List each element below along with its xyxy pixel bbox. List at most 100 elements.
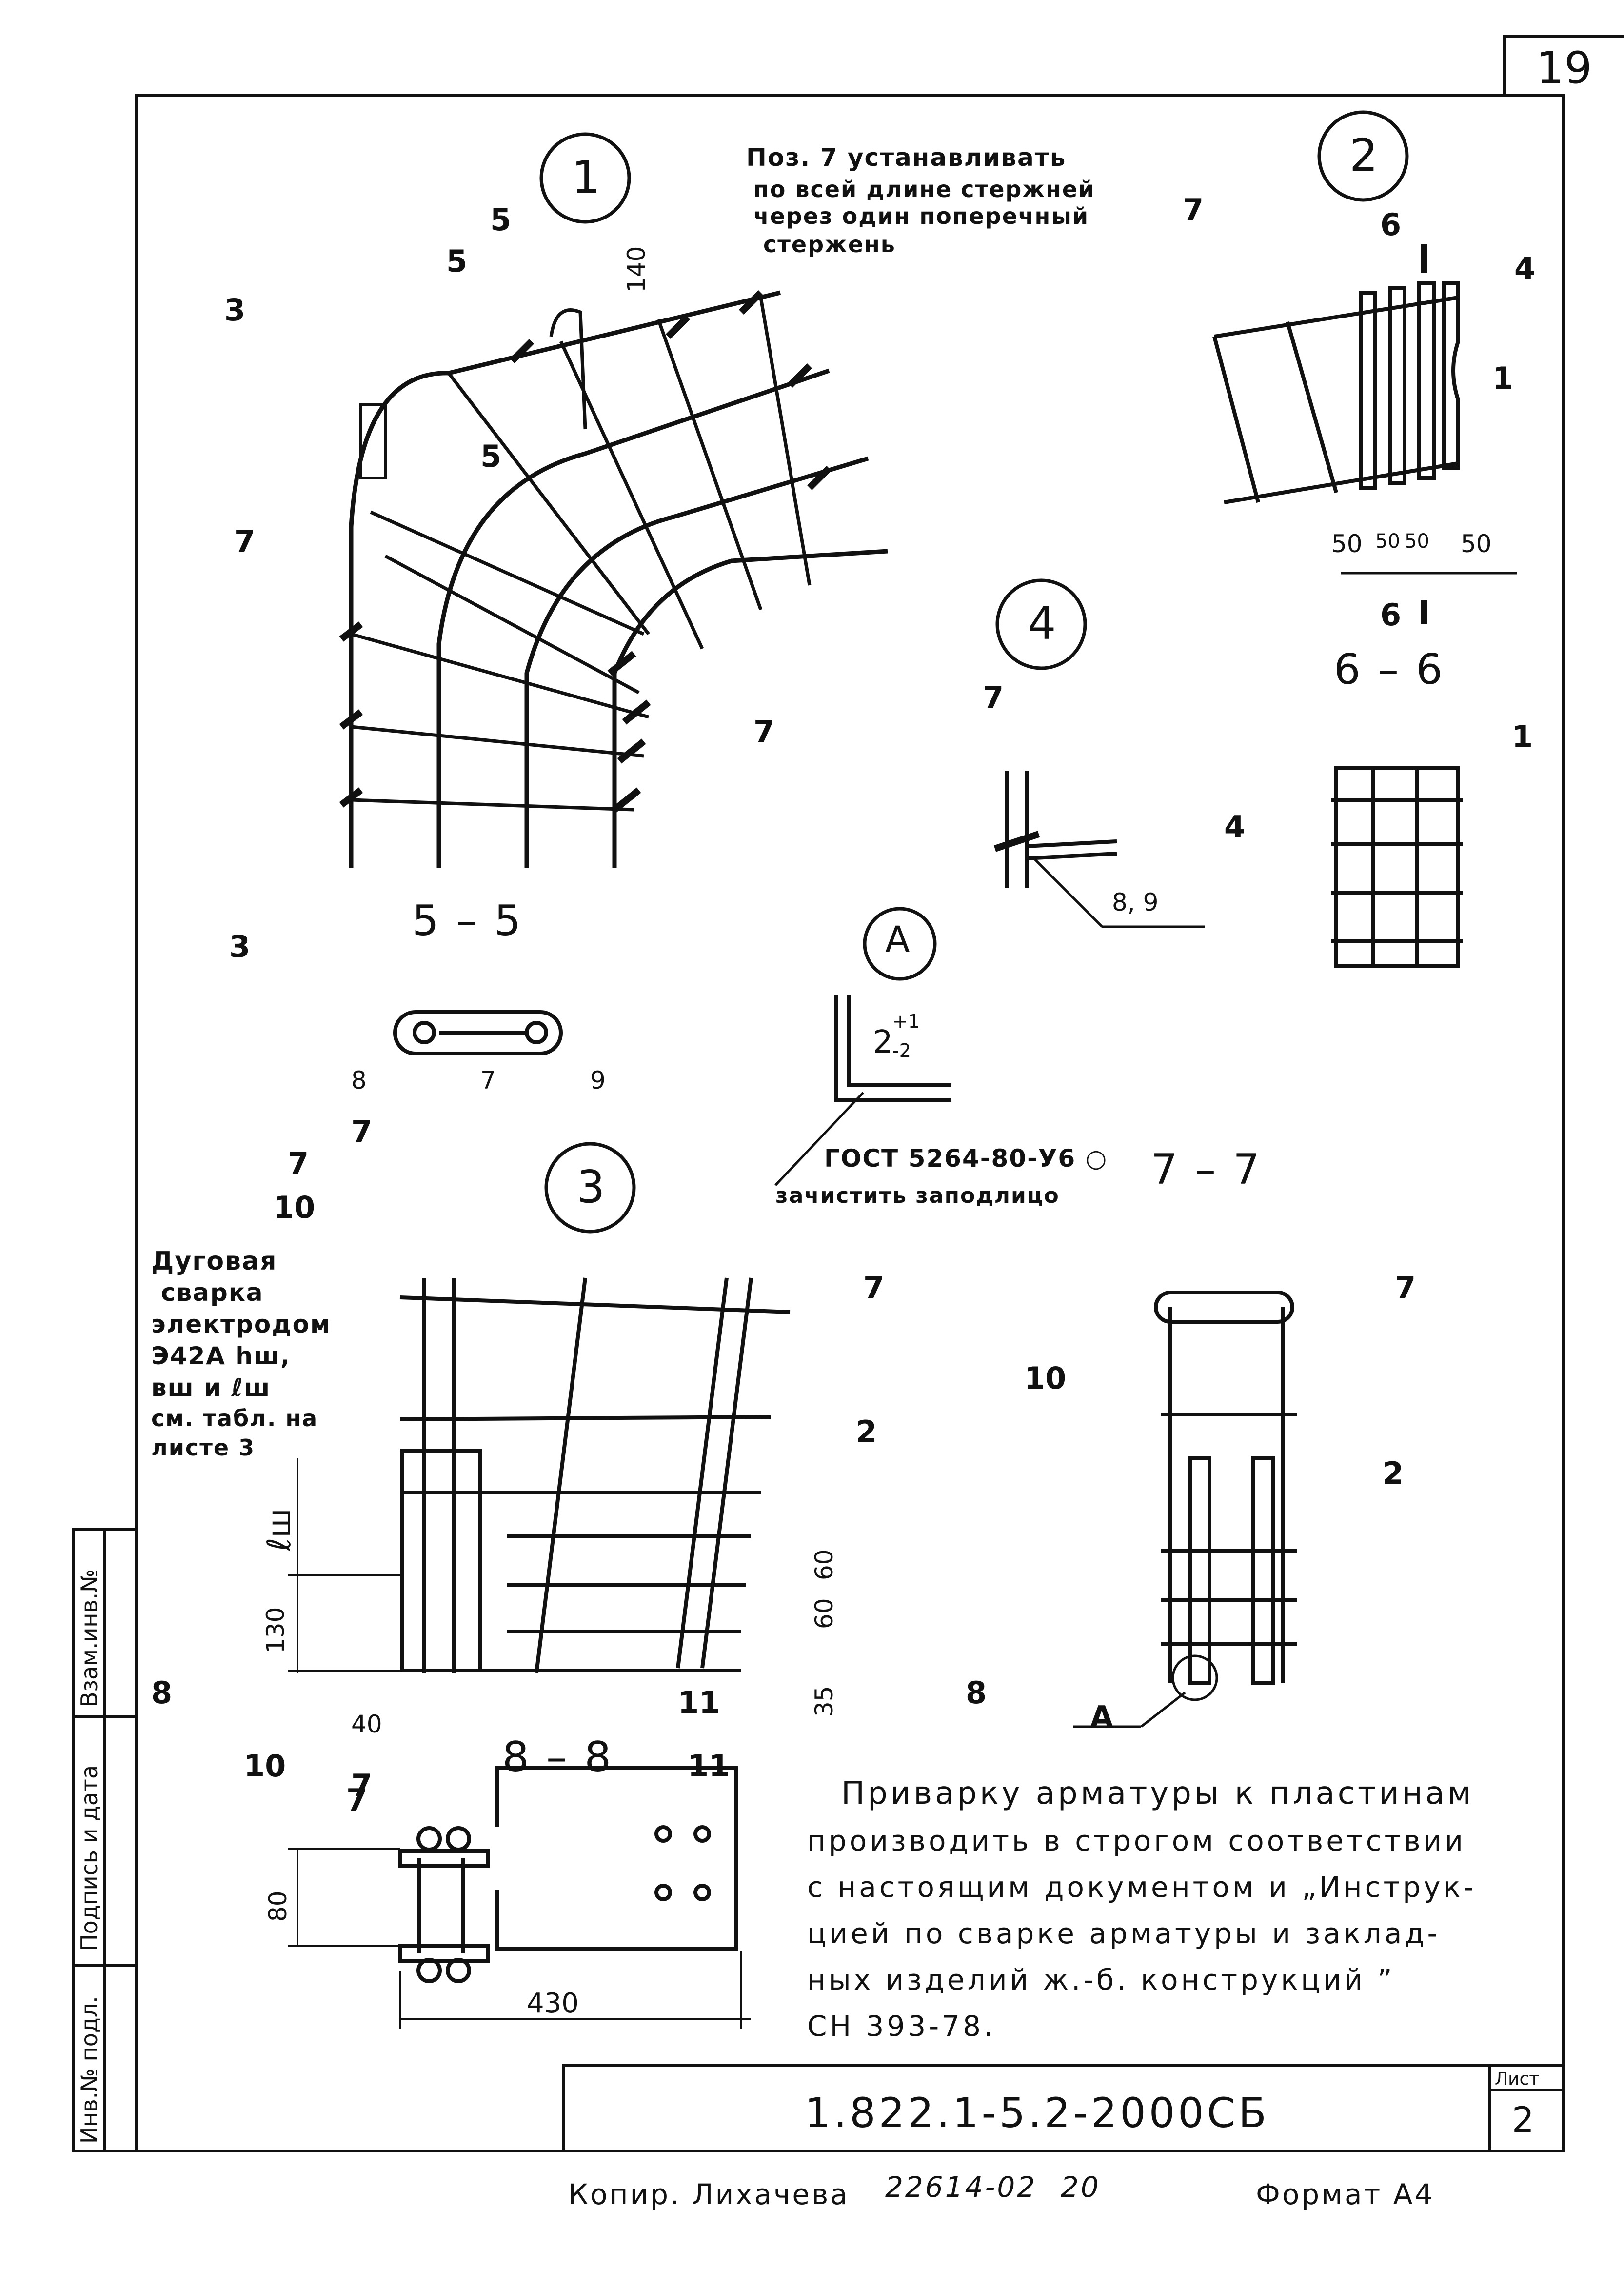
list-label: Лист: [1495, 2069, 1540, 2089]
note-poz7-line2: по всей длине стержней: [753, 176, 1095, 202]
dim-v2-50c: 50: [1405, 530, 1429, 553]
dim-v3-60b: 60: [810, 1598, 838, 1629]
paragraph-line4: цией по сварке арматуры и заклад-: [807, 1917, 1441, 1950]
weld-note-line6: см. табл. на: [151, 1405, 318, 1432]
copied-by: Копир. Лихачева: [568, 2178, 850, 2211]
gost-note-line1: ГОСТ 5264-80-У6 ○: [824, 1144, 1108, 1173]
label-v3-2: 2: [856, 1414, 877, 1450]
label-v4-7: 7: [983, 680, 1004, 716]
label-v55-3: 3: [229, 929, 251, 964]
label-v66-4: 4: [1224, 809, 1246, 845]
order-sub: 20: [1061, 2170, 1101, 2204]
label-v2-7: 7: [1183, 192, 1204, 228]
paragraph-line1: Приварку арматуры к пластинам: [841, 1775, 1474, 1811]
label-v2-1: 1: [1492, 360, 1514, 396]
drawing-code: 1.822.1-5.2-2000СБ: [805, 2089, 1269, 2137]
weld-note-line1: Дуговая: [151, 1247, 277, 1276]
label-v4-8-9: 8, 9: [1112, 888, 1159, 916]
label-v66-1: 1: [1512, 719, 1533, 755]
section-mark-5a: 5: [446, 243, 468, 279]
paragraph-line3: с настоящим документом и „Инструк-: [807, 1871, 1477, 1904]
dim-v2-50a: 50: [1331, 530, 1363, 558]
view-7-7: [1073, 1291, 1297, 1728]
gost-note-line2: зачистить заподлицо: [775, 1183, 1060, 1208]
label-v1-3: 3: [224, 292, 246, 328]
view-1-elbow: [349, 290, 888, 868]
view-3: [288, 1277, 791, 1673]
label-v88-7: 7: [346, 1782, 368, 1818]
view-A-detail: [774, 995, 951, 1186]
dim-v3-lsh: ℓш: [260, 1508, 298, 1551]
label-v55-9: 9: [590, 1066, 606, 1095]
view-5-5: [393, 1010, 563, 1055]
view-8-8: [288, 1766, 751, 2029]
list-number: 2: [1512, 2099, 1534, 2140]
section-title-5-5: 5 – 5: [412, 896, 523, 945]
view-6-6: [1331, 766, 1463, 968]
side-stamp-vzam: Взам.инв.№: [76, 1569, 102, 1707]
paragraph-line6: СН 393-78.: [807, 2010, 996, 2043]
circle-label-4: 4: [1028, 597, 1056, 650]
dim-v2-50d: 50: [1461, 530, 1492, 558]
section-title-7-7: 7 – 7: [1151, 1145, 1262, 1194]
label-v88-11: 11: [688, 1748, 730, 1784]
circle-label-3: 3: [576, 1161, 605, 1213]
circle-label-1: 1: [572, 151, 600, 203]
tolerance-upper: +1: [892, 1011, 920, 1032]
label-v3-11: 11: [678, 1685, 720, 1720]
order-number: 22614-02: [885, 2170, 1037, 2204]
dim-v2-50b: 50: [1375, 530, 1400, 553]
side-stamp-inv: Инв.№ подл.: [76, 1996, 102, 2144]
label-v1-140: 140: [622, 246, 651, 293]
weld-note-line7: листе 3: [151, 1434, 256, 1461]
dim-v3-130: 130: [261, 1607, 290, 1653]
label-v3-7a: 7: [288, 1146, 309, 1181]
label-v1-7b: 7: [753, 714, 775, 750]
section-mark-8b: 8: [966, 1675, 987, 1711]
weld-note-line2: сварка: [161, 1278, 264, 1307]
label-v2-4: 4: [1514, 251, 1536, 286]
label-v55-8: 8: [351, 1066, 367, 1095]
section-title-6-6: 6 – 6: [1334, 645, 1445, 694]
label-v55-7: 7: [480, 1066, 496, 1095]
section-mark-7a: 7: [351, 1114, 373, 1150]
note-poz7-line1: Поз. 7 устанавливать: [746, 143, 1067, 172]
view-4: [993, 771, 1205, 928]
label-v1-5: 5: [490, 202, 512, 238]
label-v3-7b: 7: [863, 1270, 885, 1306]
section-mark-7b: 7: [351, 1768, 373, 1803]
label-v3-10: 10: [273, 1190, 316, 1225]
label-v88-10: 10: [244, 1748, 286, 1784]
section-mark-8a: 8: [151, 1675, 173, 1711]
label-v77-a: A: [1090, 1699, 1113, 1735]
section-mark-5b: 5: [480, 438, 502, 474]
circle-label-2: 2: [1349, 129, 1378, 181]
side-stamp-sign: Подпись и дата: [76, 1765, 102, 1951]
title-block: [562, 2064, 1565, 2152]
format-label: Формат А4: [1256, 2178, 1435, 2211]
paragraph-line5: ных изделий ж.-б. конструкций ”: [807, 1963, 1395, 1996]
note-poz7-line4: стержень: [763, 231, 896, 258]
dim-v3-35: 35: [810, 1686, 838, 1717]
page-number-box: [1503, 35, 1624, 95]
label-v1-7a: 7: [234, 524, 256, 559]
label-v77-2: 2: [1383, 1455, 1404, 1491]
page-number: 19: [1536, 42, 1592, 94]
weld-note-line3: электродом: [151, 1310, 331, 1338]
label-v77-7: 7: [1395, 1270, 1416, 1306]
circle-label-a: A: [885, 919, 910, 961]
dim-v88-430: 430: [527, 1988, 579, 2019]
section-title-8-8: 8 – 8: [502, 1733, 614, 1782]
dim-v3-60a: 60: [810, 1549, 838, 1580]
weld-note-line4: Э42А hш,: [151, 1342, 291, 1370]
tolerance-lower: -2: [892, 1040, 911, 1061]
dim-v3-40: 40: [351, 1710, 382, 1738]
section-mark-6a: 6: [1380, 207, 1402, 242]
paragraph-line2: производить в строгом соответствии: [807, 1824, 1466, 1857]
label-circles: [539, 110, 1409, 1234]
note-poz7-line3: через один поперечный: [753, 203, 1089, 229]
weld-note-line5: вш и ℓш: [151, 1373, 271, 1402]
dim-v88-80: 80: [264, 1891, 292, 1922]
tolerance-base: 2: [873, 1024, 893, 1060]
